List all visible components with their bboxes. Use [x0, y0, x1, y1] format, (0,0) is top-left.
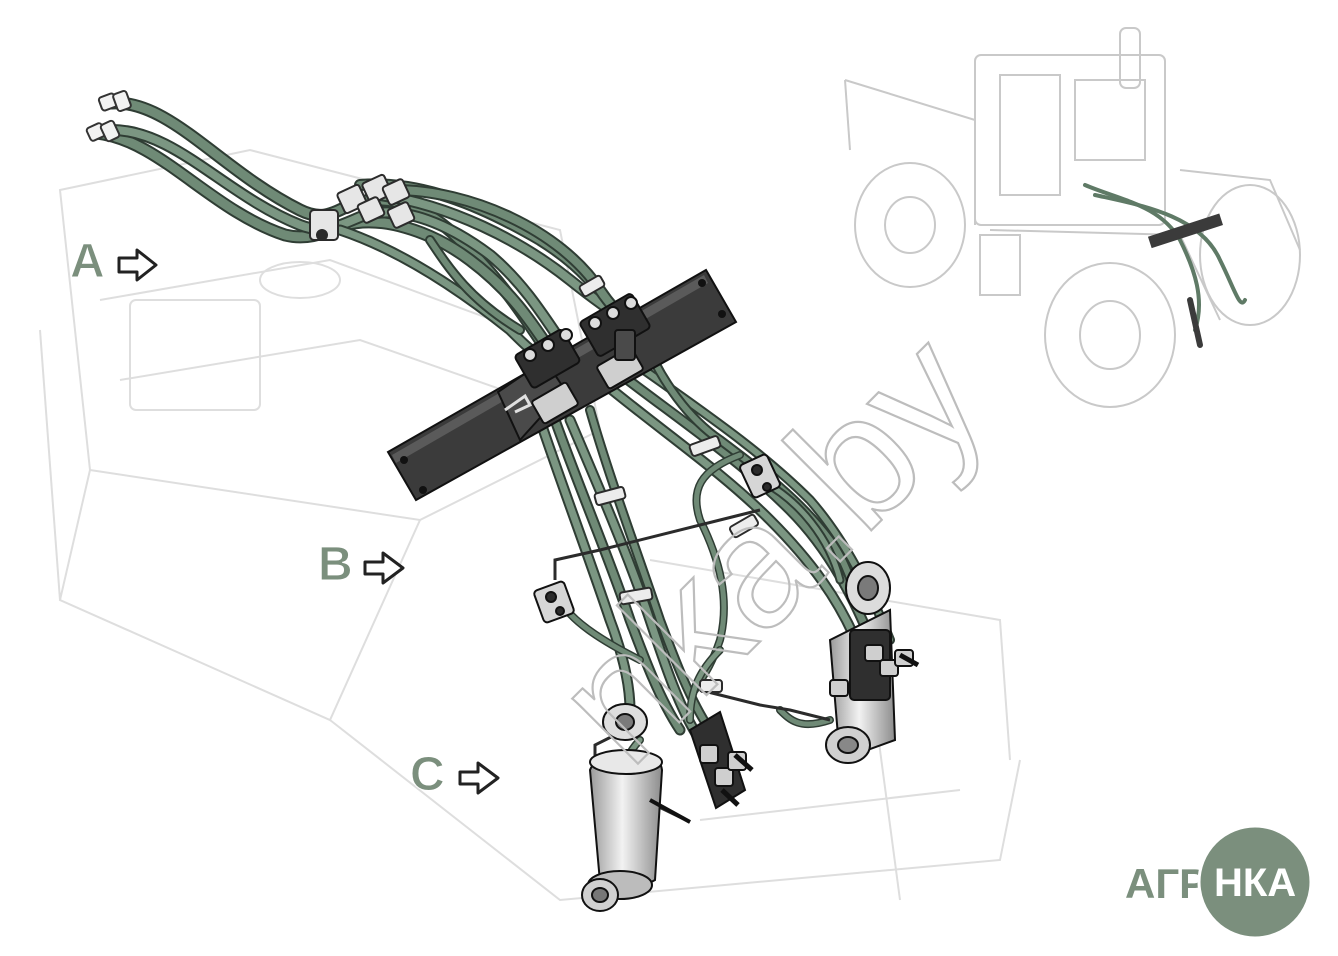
- agronka-logo: АГРО НКА: [1125, 824, 1313, 940]
- callout-b-label: B: [318, 538, 353, 591]
- logo-circle: [1197, 824, 1313, 940]
- hose-end-fittings: [85, 89, 132, 143]
- callout-a: A: [70, 235, 158, 289]
- callout-c: C: [410, 748, 500, 802]
- coupler-block-center: [688, 710, 754, 810]
- valve-block-left: [496, 328, 581, 442]
- ghost-frame-outline: [39, 148, 1021, 902]
- coupler-block-right: [825, 561, 920, 764]
- callout-a-label: A: [70, 235, 105, 288]
- callout-c-label: C: [410, 748, 445, 801]
- callout-b: B: [318, 538, 405, 592]
- small-valve-upper: [739, 453, 781, 499]
- fitting-clusters: [309, 173, 416, 241]
- thumbnail-hoses: [1083, 183, 1247, 348]
- callout-a-arrow-icon: [117, 248, 158, 282]
- valve-block-right: [579, 293, 651, 390]
- logo-circle-text: НКА: [1214, 861, 1296, 905]
- hose-clamps: [578, 274, 760, 693]
- hydraulic-cylinder: [581, 703, 691, 912]
- callout-b-arrow-icon: [363, 551, 405, 585]
- callout-c-arrow-icon: [458, 761, 500, 795]
- small-valve-lower: [533, 580, 575, 624]
